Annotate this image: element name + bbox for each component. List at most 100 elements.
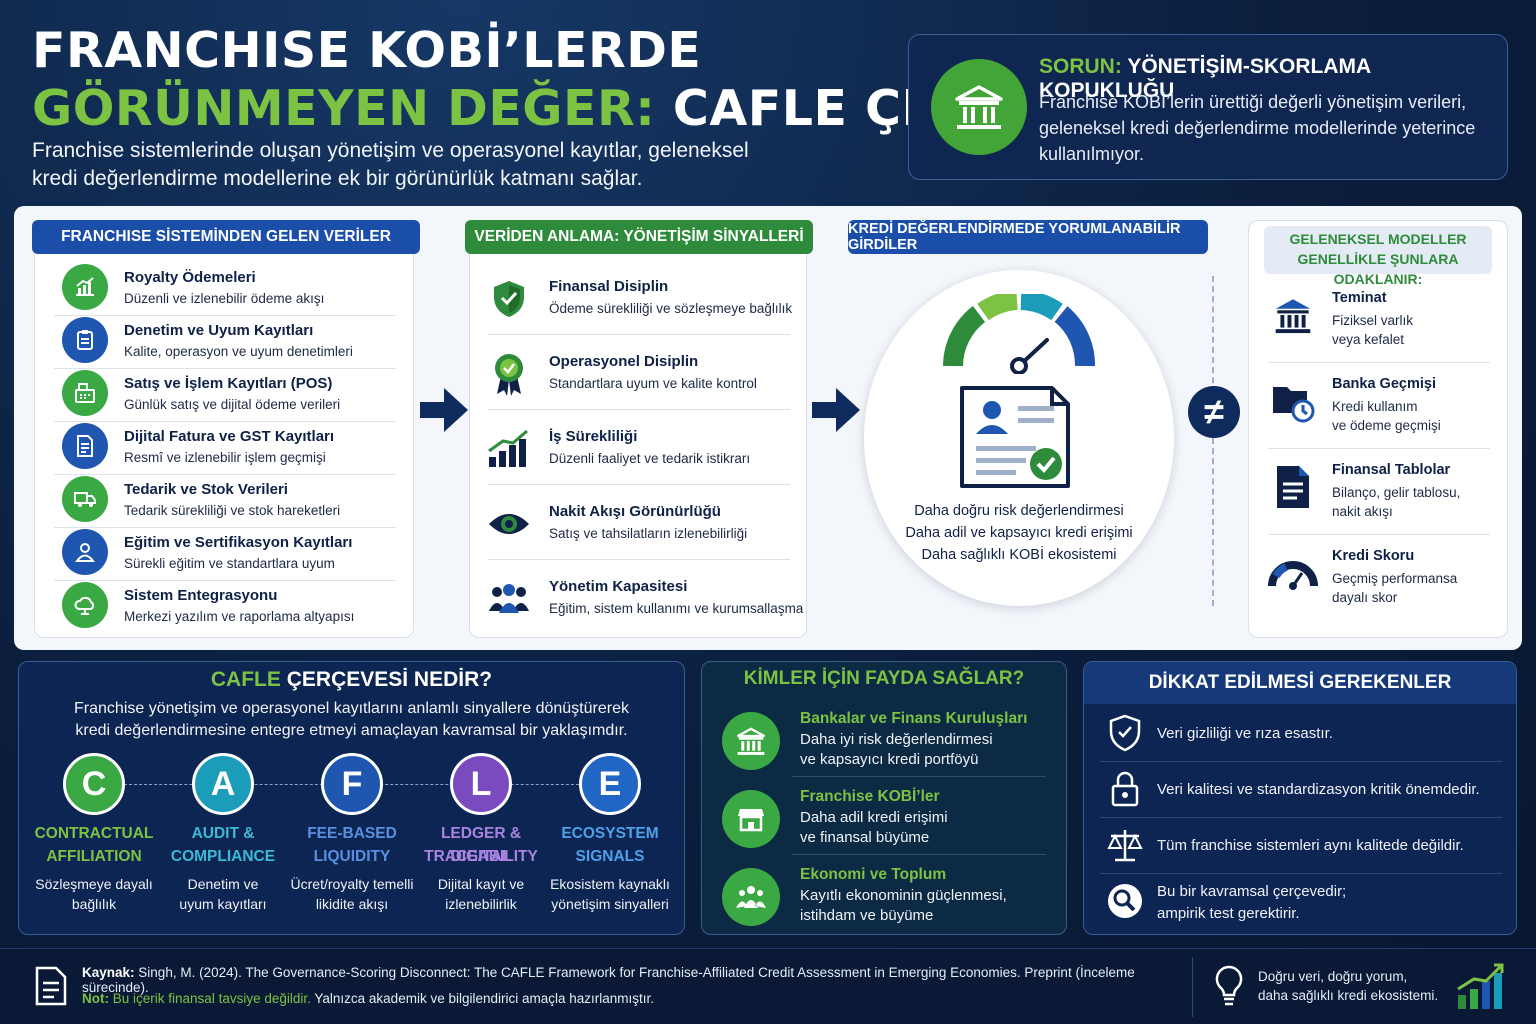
benefit-line: Daha adil kredi erişimi — [800, 809, 948, 826]
benefit-line: ve kapsayıcı kredi portföyü — [800, 751, 979, 768]
signals-header: VERİDEN ANLAMA: YÖNETİŞİM SİNYALLERİ — [465, 220, 813, 254]
note-highlight: Bu içerik finansal tavsiye değildir. — [112, 991, 311, 1006]
data-source-subtitle: Düzenli ve izlenebilir ödeme akışı — [124, 291, 325, 306]
benefit-title: Franchise KOBİ’ler — [800, 788, 940, 805]
folder-clock-icon — [1266, 376, 1320, 426]
cafle-title: CAFLE ÇERÇEVESİ NEDİR? — [19, 668, 684, 692]
cafle-desc: Sözleşmeye dayalı — [35, 876, 153, 892]
benefit-line: Daha iyi risk değerlendirmesi — [800, 731, 993, 748]
cafle-desc: Ekosistem kaynaklı — [550, 876, 670, 892]
row-separator — [1100, 817, 1502, 818]
document-icon — [35, 966, 67, 1006]
problem-box: SORUN: YÖNETİŞİM-SKORLAMA KOPUKLUĞU Fran… — [908, 34, 1508, 180]
data-source-title: Eğitim ve Sertifikasyon Kayıtları — [124, 534, 353, 551]
title-highlight: GÖRÜNMEYEN DEĞER: — [32, 80, 656, 137]
traditional-item-line: dayalı skor — [1332, 590, 1398, 605]
problem-label: SORUN: — [1039, 55, 1122, 78]
caution-text: Veri gizliliği ve rıza esastır. — [1157, 725, 1333, 742]
truck-icon — [62, 476, 108, 522]
traditional-header-1: GELENEKSEL MODELLER — [1289, 231, 1467, 247]
cafle-title-b: ÇERÇEVESİ NEDİR? — [286, 668, 493, 691]
row-separator — [54, 315, 396, 316]
signal-title: İş Sürekliliği — [549, 428, 638, 445]
data-source-title: Sistem Entegrasyonu — [124, 587, 278, 604]
pos-icon — [62, 370, 108, 416]
benefit-line: Kayıtlı ekonominin güçlenmesi, — [800, 887, 1007, 904]
cafle-desc-line: Franchise yönetişim ve operasyonel kayıt… — [74, 700, 629, 717]
shield-check-icon — [486, 276, 532, 322]
cafle-name-line: LEDGER & DIGITAL — [440, 825, 522, 865]
cafle-desc: yönetişim sinyalleri — [551, 896, 669, 912]
cafle-letter-a: A — [192, 753, 254, 815]
benefit-line: ve finansal büyüme — [800, 829, 930, 846]
signal-title: Finansal Disiplin — [549, 278, 669, 295]
team-icon — [486, 576, 532, 622]
traditional-item-line: Bilanço, gelir tablosu, — [1332, 485, 1461, 500]
footer: Kaynak: Singh, M. (2024). The Governance… — [0, 948, 1536, 1024]
inputs-header: KREDİ DEĞERLENDİRMEDE YORUMLANABİLİR GİR… — [848, 220, 1208, 254]
user-badge-icon — [62, 529, 108, 575]
invoice-icon — [62, 423, 108, 469]
eye-icon — [486, 501, 532, 547]
row-separator — [488, 559, 790, 560]
flow-panel: FRANCHISE SİSTEMİNDEN GELEN VERİLER Roya… — [14, 206, 1522, 650]
benefits-box: KİMLER İÇİN FAYDA SAĞLAR? Bankalar ve Fi… — [701, 661, 1067, 935]
caution-box: DİKKAT EDİLMESİ GEREKENLER Veri gizliliğ… — [1083, 661, 1517, 935]
row-separator — [54, 474, 396, 475]
problem-heading: YÖNETİŞİM-SKORLAMA KOPUKLUĞU — [1039, 55, 1371, 102]
problem-title: SORUN: YÖNETİŞİM-SKORLAMA KOPUKLUĞU — [1039, 55, 1507, 103]
signals-card — [469, 236, 807, 638]
not-equal-icon: ≠ — [1188, 386, 1240, 438]
tagline-1: Doğru veri, doğru yorum, — [1258, 969, 1408, 984]
cafle-desc: Dijital kayıt ve — [437, 876, 525, 892]
cafle-name-line: FEE-BASED — [307, 825, 397, 842]
growth-icon — [486, 426, 532, 472]
caution-title: DİKKAT EDİLMESİ GEREKENLER — [1084, 662, 1516, 704]
data-source-subtitle: Tedarik sürekliliği ve stok hareketleri — [124, 503, 341, 518]
traditional-item-line: Kredi kullanım — [1332, 399, 1418, 414]
footer-divider — [1192, 957, 1193, 1017]
signal-title: Yönetim Kapasitesi — [549, 578, 688, 595]
traditional-item-line: ve ödeme geçmişi — [1332, 418, 1441, 433]
cafle-letter-f: F — [321, 753, 383, 815]
cafle-desc: Denetim ve — [187, 876, 259, 892]
signal-subtitle: Ödeme sürekliliği ve sözleşmeye bağlılık — [549, 301, 793, 316]
cafle-letter-l: L — [450, 753, 512, 815]
traditional-header: GELENEKSEL MODELLER GENELLİKLE ŞUNLARA O… — [1264, 226, 1492, 287]
arrow-right-icon — [420, 388, 468, 432]
people-icon — [722, 868, 780, 926]
title-line-1: FRANCHISE KOBİ’LERDE — [32, 22, 702, 79]
row-separator — [1268, 534, 1490, 535]
bank-icon — [722, 712, 780, 770]
outcome-line: Daha sağlıklı KOBİ ekosistemi — [921, 547, 1117, 563]
cafle-desc: Ücret/royalty temelli — [290, 876, 414, 892]
cafle-box: CAFLE ÇERÇEVESİ NEDİR? Franchise yönetiş… — [18, 661, 685, 935]
tagline: Doğru veri, doğru yorum,daha sağlıklı kr… — [1258, 967, 1438, 1005]
benefit-title: Ekonomi ve Toplum — [800, 866, 947, 883]
traditional-item-title: Finansal Tablolar — [1332, 462, 1451, 478]
row-separator — [488, 484, 790, 485]
row-separator — [1268, 448, 1490, 449]
award-icon — [486, 351, 532, 397]
traditional-item-title: Kredi Skoru — [1332, 548, 1415, 564]
row-separator — [54, 580, 396, 581]
growth-chart-icon — [1457, 963, 1504, 1009]
signal-subtitle: Düzenli faaliyet ve tedarik istikrarı — [549, 451, 751, 466]
data-source-title: Satış ve İşlem Kayıtları (POS) — [124, 375, 333, 392]
source-label: Kaynak: — [82, 965, 135, 980]
note-label: Not: — [82, 991, 109, 1006]
magnifier-icon — [1104, 880, 1146, 922]
store-icon — [722, 790, 780, 848]
chart-up-icon — [62, 264, 108, 310]
cafle-desc: likidite akışı — [315, 896, 389, 912]
note-text: Yalnızca akademik ve bilgilendirici amaç… — [314, 991, 655, 1006]
traditional-item-title: Banka Geçmişi — [1332, 376, 1436, 392]
row-separator — [54, 421, 396, 422]
row-separator — [488, 334, 790, 335]
subtitle: Franchise sistemlerinde oluşan yönetişim… — [32, 139, 749, 190]
signal-subtitle: Eğitim, sistem kullanımı ve kurumsallaşm… — [549, 601, 804, 616]
cafle-letter-e: E — [579, 753, 641, 815]
cafle-name-line: AFFILIATION — [46, 848, 142, 865]
data-source-title: Tedarik ve Stok Verileri — [124, 481, 288, 498]
cloud-icon — [62, 582, 108, 628]
